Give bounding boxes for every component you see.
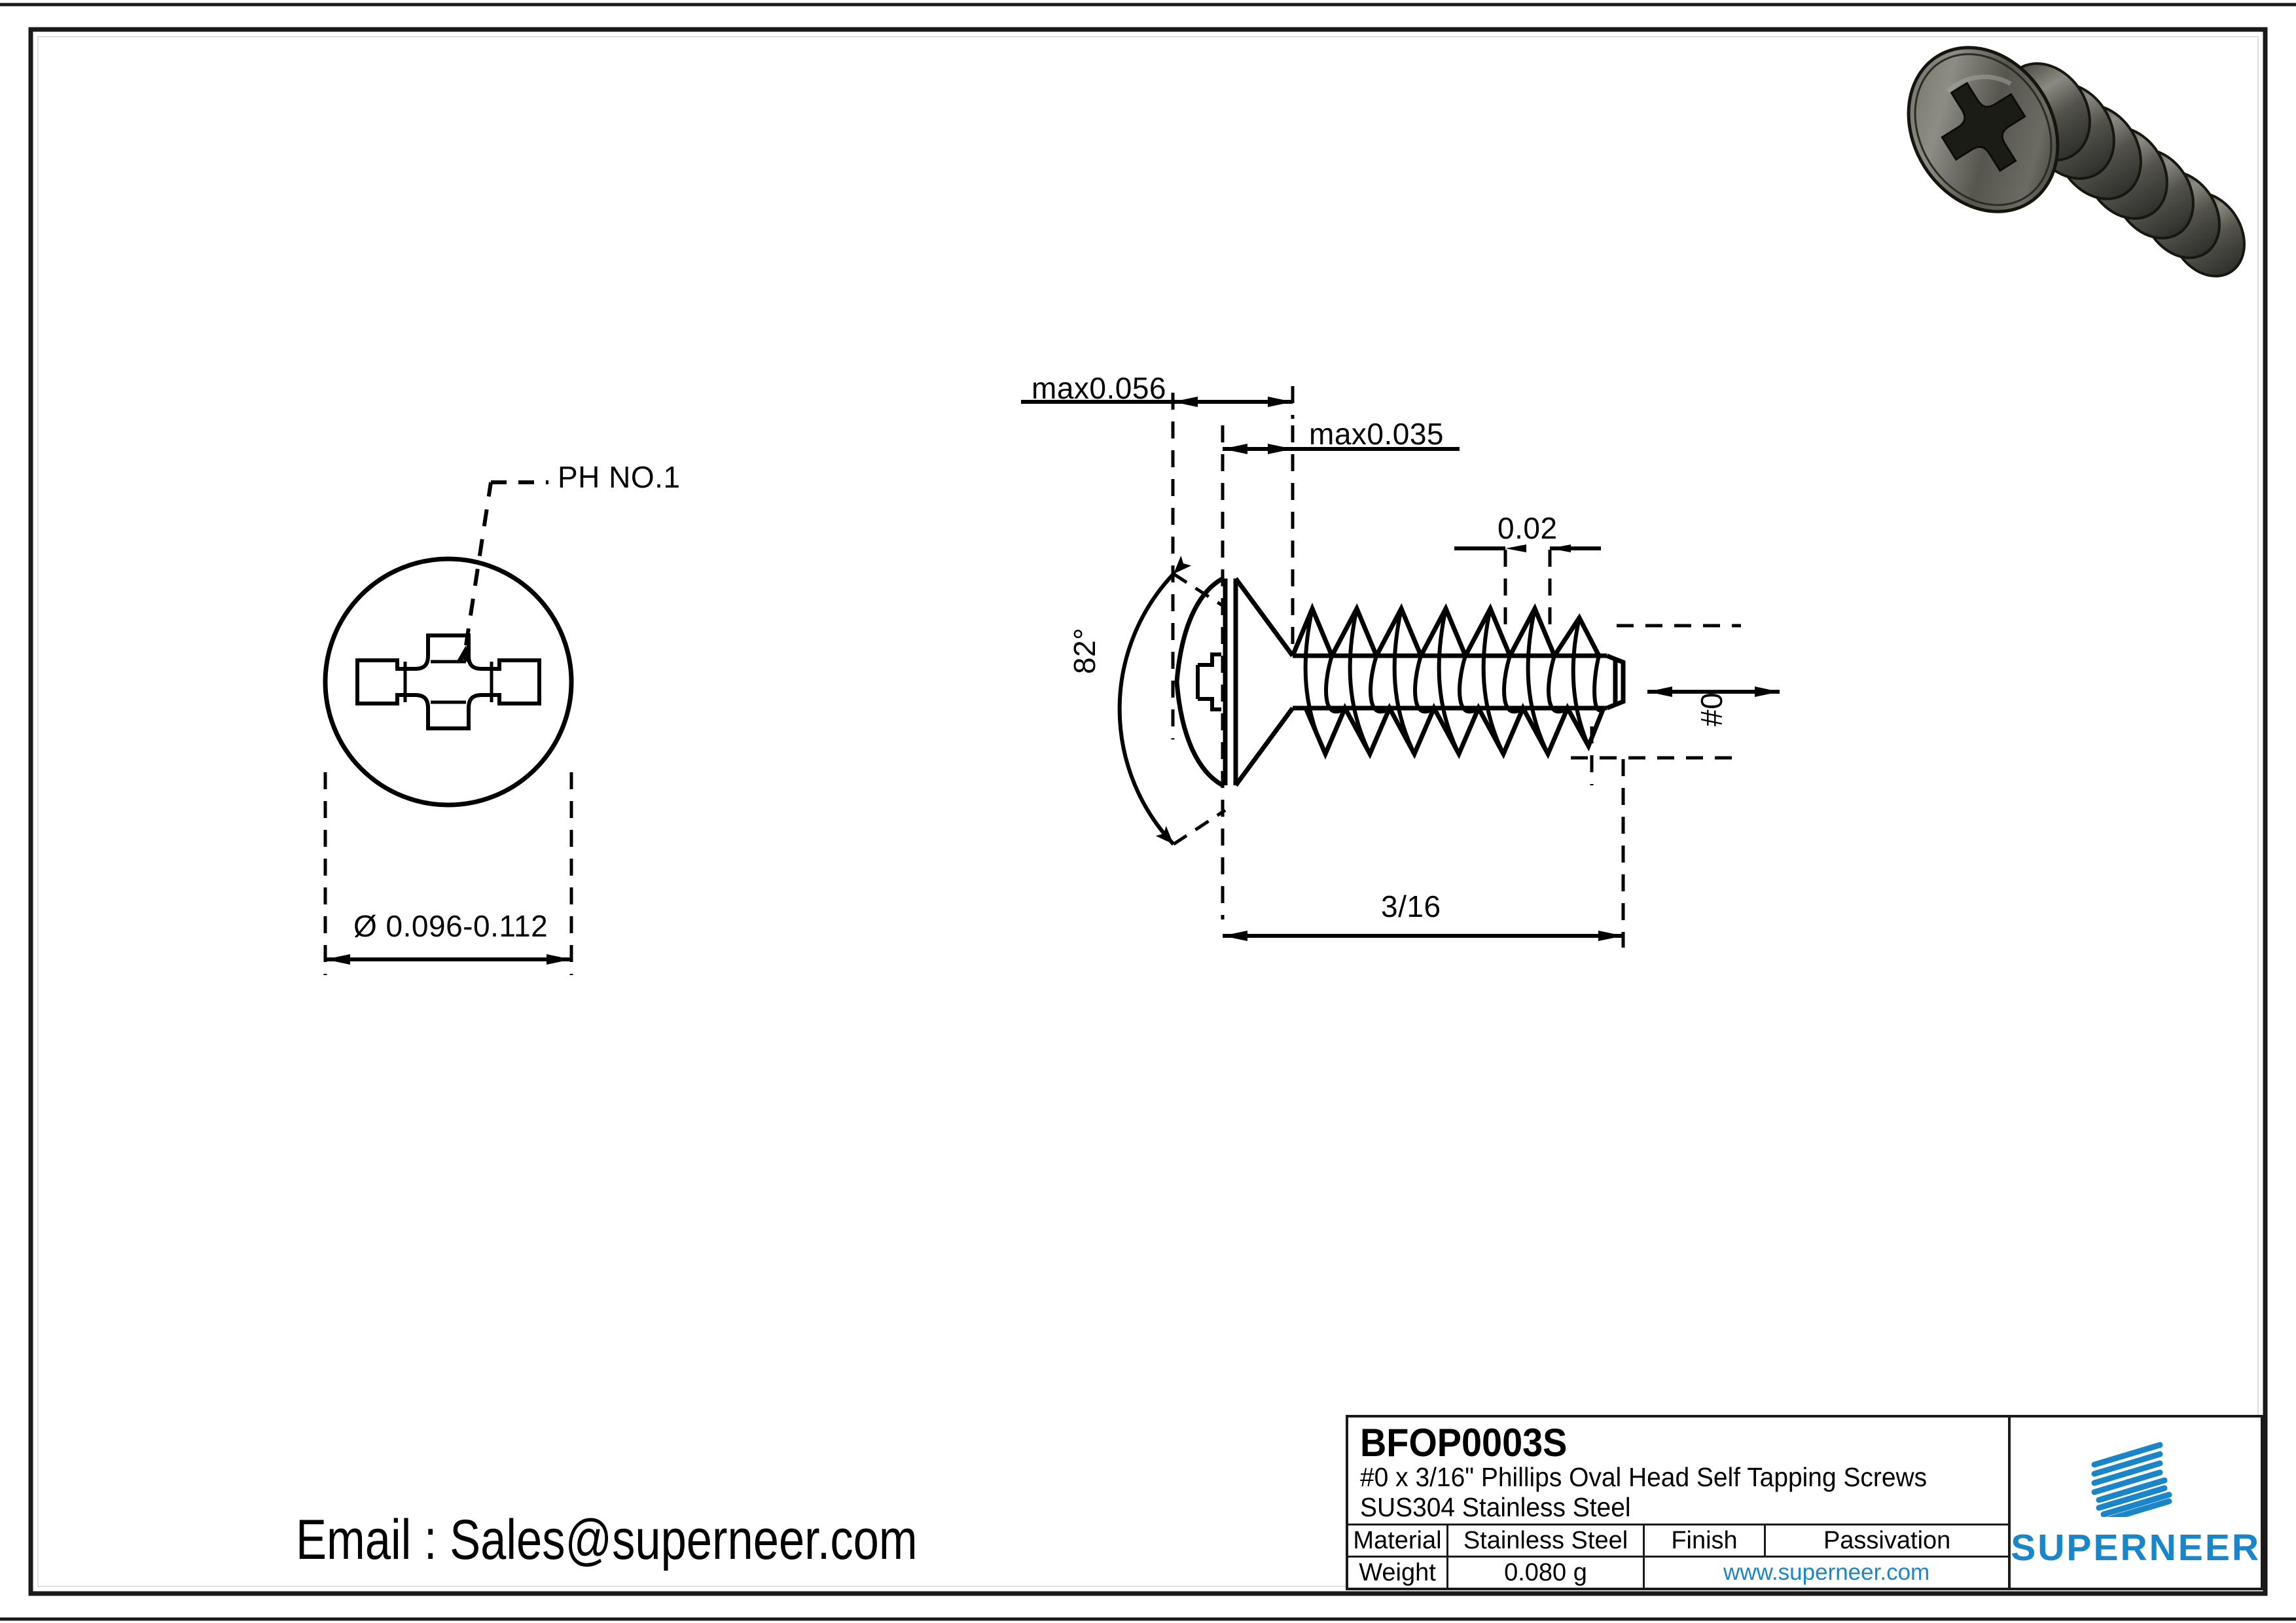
superneer-logo-icon <box>2091 1442 2172 1517</box>
weight-value: 0.080 g <box>1446 1558 1643 1588</box>
description-line-1: #0 x 3/16" Phillips Oval Head Self Tappi… <box>1360 1462 1928 1493</box>
spec-row-weight: Weight 0.080 g www.superneer.com <box>1348 1556 2009 1588</box>
email-banner: Email : Sales@superneer.com <box>296 1508 918 1571</box>
dim-label-head-side-height: max0.035 <box>1309 417 1444 451</box>
screw-3d-render <box>1907 46 2246 277</box>
title-block-description: BFOP0003S #0 x 3/16" Phillips Oval Head … <box>1348 1418 2008 1524</box>
front-view-geometry <box>323 556 574 808</box>
dim-label-screw-length: 3/16 <box>1381 889 1441 923</box>
finish-label: Finish <box>1643 1525 1764 1556</box>
sheet-border <box>0 3 2296 1621</box>
dim-label-thread-pitch: 0.02 <box>1498 511 1558 545</box>
dim-label-head-angle: 82° <box>1067 627 1102 674</box>
head-diameter-label: Ø 0.096-0.112 <box>353 909 548 943</box>
description-line-2: SUS304 Stainless Steel <box>1360 1492 1631 1523</box>
logo-wordmark: SUPERNEER <box>2011 1527 2261 1569</box>
material-value: Stainless Steel <box>1446 1525 1643 1556</box>
side-view-screw <box>1174 576 1626 788</box>
title-block: BFOP0003S #0 x 3/16" Phillips Oval Head … <box>1346 1415 2263 1590</box>
dim-label-head-height: max0.056 <box>1031 371 1167 405</box>
finish-value: Passivation <box>1764 1525 2008 1556</box>
spec-row-material: Material Stainless Steel Finish Passivat… <box>1348 1524 2009 1556</box>
ph-leader-line <box>456 480 548 665</box>
company-logo: SUPERNEER <box>2011 1418 2261 1588</box>
title-block-info: BFOP0003S #0 x 3/16" Phillips Oval Head … <box>1348 1418 2011 1588</box>
front-diameter-dimension <box>323 772 573 975</box>
ph-size-label: PH NO.1 <box>558 460 681 494</box>
weight-label: Weight <box>1359 1558 1436 1586</box>
dim-angle-82 <box>1117 556 1227 846</box>
part-number: BFOP0003S <box>1360 1421 1568 1465</box>
render-head <box>1907 46 2060 213</box>
material-label: Material <box>1353 1526 1442 1554</box>
side-view-extension-lines <box>1171 393 1741 948</box>
website-link[interactable]: www.superneer.com <box>1643 1558 2008 1588</box>
dim-label-thread-size: #0 <box>1695 692 1729 726</box>
dim-max0056 <box>1021 386 1295 419</box>
